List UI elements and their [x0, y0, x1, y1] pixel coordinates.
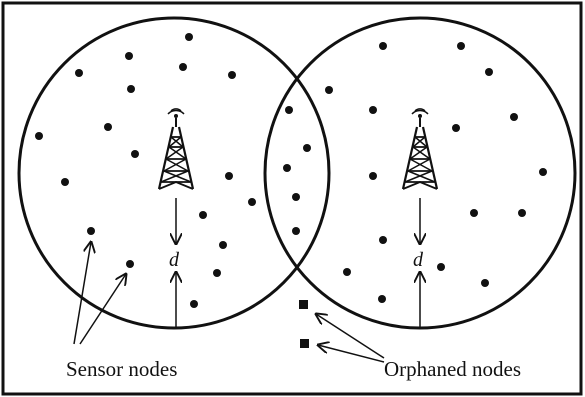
sensor-node [379, 236, 387, 244]
sensor-node [481, 279, 489, 287]
sensor-node [190, 300, 198, 308]
sensor-node [35, 132, 43, 140]
sensor-node [378, 295, 386, 303]
sensor-node [125, 52, 133, 60]
sensor-node [179, 63, 187, 71]
sensor-node [228, 71, 236, 79]
orphaned-node [299, 300, 308, 309]
sensor-node [131, 150, 139, 158]
sensor-node [292, 193, 300, 201]
left-coverage-circle [17, 16, 331, 330]
sensor-node [219, 241, 227, 249]
sensor-node [510, 113, 518, 121]
sensor-node [457, 42, 465, 50]
sensor-node [485, 68, 493, 76]
sensor-node [379, 42, 387, 50]
sensor-node [437, 263, 445, 271]
cell-tower-icon [157, 107, 195, 191]
sensor-nodes-pointer [79, 274, 126, 345]
sensor-node [126, 260, 134, 268]
sensor-node [343, 268, 351, 276]
distance-label-left: d [169, 249, 180, 271]
orphaned-node [300, 339, 309, 348]
sensor-node [292, 227, 300, 235]
sensor-node [518, 209, 526, 217]
orphaned-nodes-label: Orphaned nodes [384, 357, 521, 381]
cell-tower-icon [401, 107, 439, 191]
sensor-node [225, 172, 233, 180]
sensor-nodes-label: Sensor nodes [66, 357, 177, 381]
sensor-node [283, 164, 291, 172]
sensor-node [470, 209, 478, 217]
distance-label-right: d [413, 249, 424, 271]
sensor-node [452, 124, 460, 132]
sensor-node [248, 198, 256, 206]
sensor-node [104, 123, 112, 131]
sensor-node [539, 168, 547, 176]
sensor-node [213, 269, 221, 277]
sensor-node [87, 227, 95, 235]
sensor-node [325, 86, 333, 94]
orphaned-nodes-pointer [318, 345, 385, 363]
sensor-node [61, 178, 69, 186]
sensor-node [285, 106, 293, 114]
sensor-node [369, 172, 377, 180]
sensor-node [199, 211, 207, 219]
sensor-node [369, 106, 377, 114]
sensor-nodes-group [35, 33, 547, 308]
sensor-node [127, 85, 135, 93]
sensor-node [75, 69, 83, 77]
orphaned-nodes-pointer [316, 314, 385, 359]
sensor-nodes-pointer [73, 242, 91, 345]
sensor-node [185, 33, 193, 41]
sensor-node [303, 144, 311, 152]
